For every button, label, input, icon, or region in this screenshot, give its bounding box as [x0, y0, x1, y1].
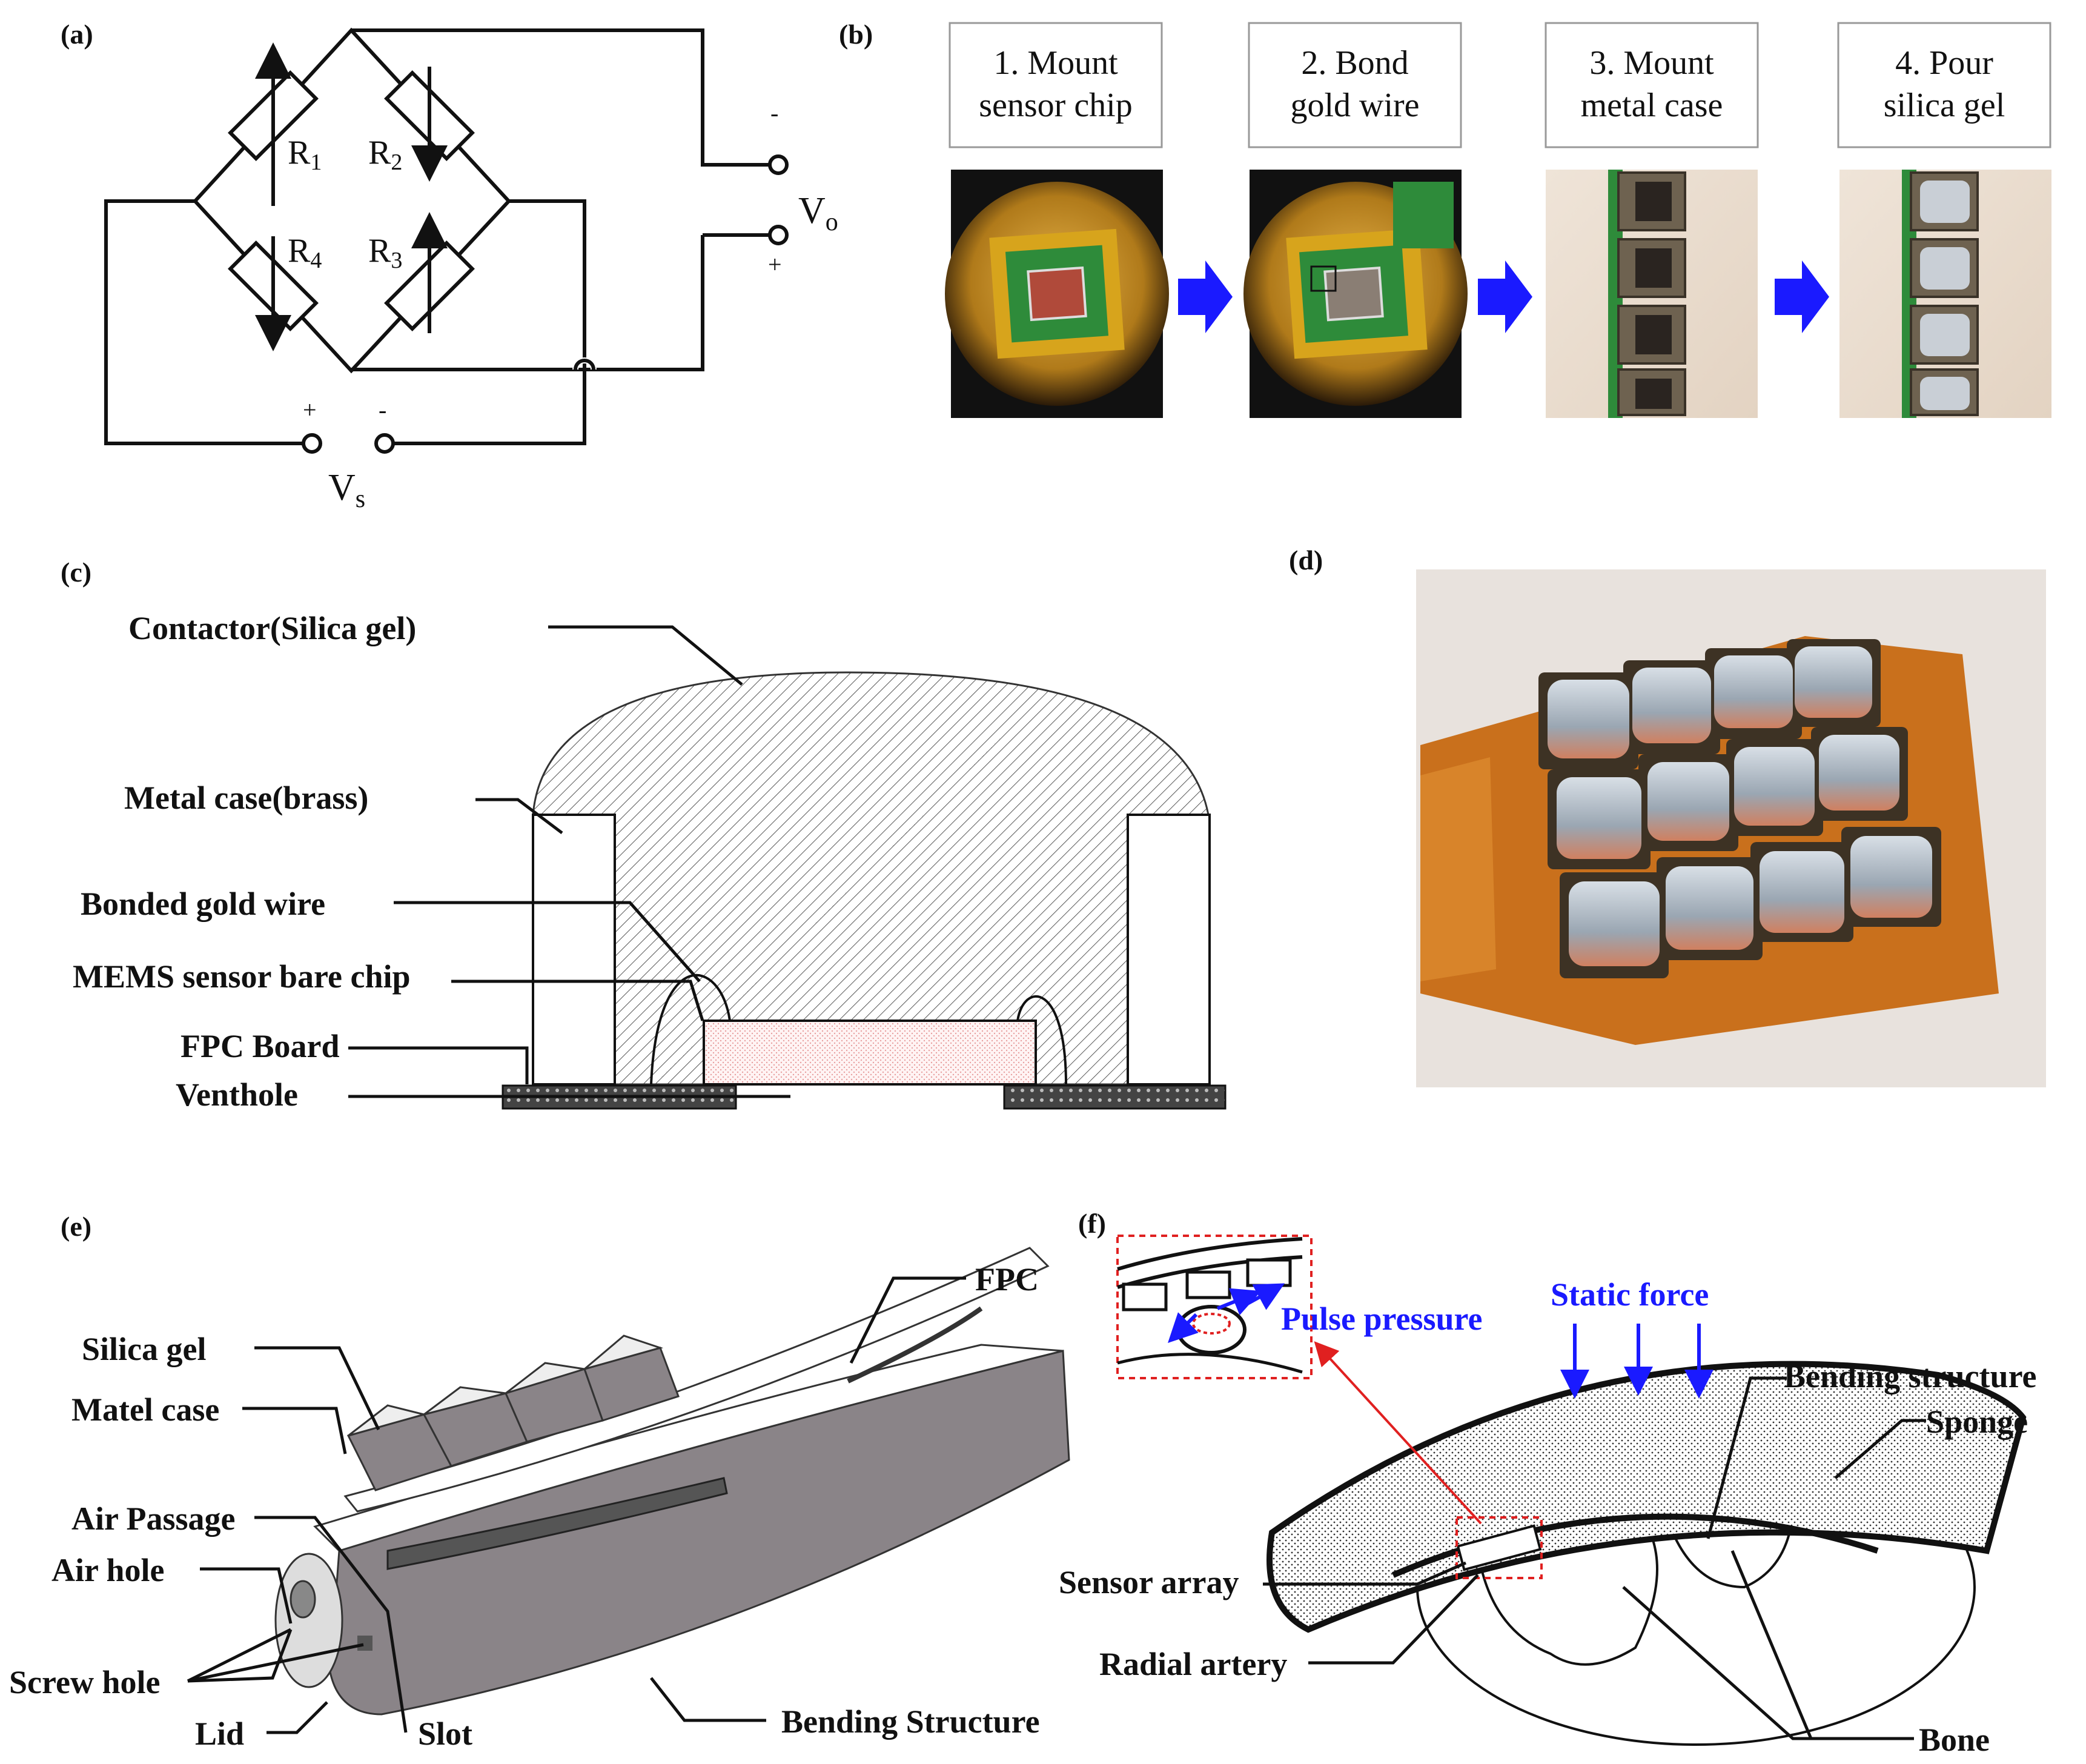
metal-case-label: Metal case(brass): [124, 780, 368, 816]
step-3-line1: 3. Mount: [1589, 44, 1714, 82]
photo-mount-metal-case: [1546, 170, 1758, 418]
f-bending-label: Bending structure: [1784, 1358, 2037, 1394]
resistor-r1: [228, 42, 319, 206]
step-1-line1: 1. Mount: [993, 44, 1118, 82]
e-screw-hole-label: Screw hole: [9, 1664, 160, 1700]
panel-c: (c) Contactor(Silica gel) Metal case(bra…: [61, 557, 1227, 1113]
photo-pour-silica-gel: [1839, 170, 2051, 418]
panel-b: (b) 1. Mount sensor chip 2. Bond gold wi…: [839, 19, 2051, 418]
vs-minus-sign: -: [379, 396, 386, 423]
vs-label: Vs: [328, 467, 365, 513]
step-2-line2: gold wire: [1290, 87, 1419, 124]
metal-case-left: [532, 814, 616, 1086]
pulse-inset: [1116, 1235, 1313, 1379]
r1-label: R1: [288, 134, 322, 175]
step-box-1: 1. Mount sensor chip: [949, 22, 1163, 148]
photo-bond-gold-wire: [1243, 170, 1468, 418]
resistor-r4: [228, 236, 319, 351]
f-sensor-array-label: Sensor array: [1059, 1564, 1239, 1600]
venthole-label: Venthole: [176, 1076, 298, 1113]
e-lid-label: Lid: [195, 1716, 244, 1752]
gold-wire-label: Bonded gold wire: [81, 886, 325, 922]
arrow-step-1-2: [1178, 260, 1233, 333]
gold-wire-right: [1016, 995, 1067, 1085]
vo-plus-sign: +: [768, 251, 782, 278]
panel-f: (f): [1059, 1208, 2037, 1758]
panel-f-label: (f): [1078, 1208, 1106, 1239]
panel-c-label: (c): [61, 557, 91, 588]
resistor-r3: [384, 212, 475, 333]
r2-label: R2: [368, 134, 402, 175]
contactor-dome: [532, 671, 1210, 1086]
e-metal-case-label: Matel case: [71, 1391, 219, 1428]
sensor-cases: [346, 1335, 680, 1491]
vs-plus-sign: +: [303, 396, 317, 423]
step-3-line2: metal case: [1581, 87, 1723, 124]
e-fpc-label: FPC: [975, 1261, 1039, 1298]
resistor-r2: [384, 67, 475, 182]
contactor-label: Contactor(Silica gel): [128, 610, 416, 646]
process-arrows: [1178, 260, 1829, 333]
chip-label: MEMS sensor bare chip: [73, 958, 411, 995]
e-silica-gel-label: Silica gel: [82, 1331, 206, 1367]
e-air-passage-label: Air Passage: [71, 1500, 235, 1537]
vo-minus-terminal: [768, 154, 789, 175]
bridge-circuit: [104, 27, 769, 445]
static-force-arrows: [1560, 1324, 1714, 1399]
panel-e: (e): [9, 1211, 1070, 1752]
photo-mount-sensor-chip: [945, 170, 1169, 418]
panel-d-label: (d): [1289, 545, 1323, 575]
panel-b-label: (b): [839, 19, 873, 50]
step-2-line1: 2. Bond: [1301, 44, 1408, 82]
vs-plus-terminal: [302, 433, 322, 454]
static-force-label: Static force: [1551, 1276, 1709, 1313]
mems-chip: [703, 1020, 1037, 1086]
e-bending-label: Bending Structure: [781, 1703, 1040, 1740]
step-box-3: 3. Mount metal case: [1545, 22, 1759, 148]
sensor-array-mark: [1456, 1524, 1542, 1571]
panel-e-label: (e): [61, 1211, 91, 1242]
arrow-step-2-3: [1478, 260, 1532, 333]
panel-a-label: (a): [61, 19, 93, 50]
vo-plus-terminal: [768, 225, 789, 245]
f-sponge-label: Sponge: [1926, 1404, 2028, 1440]
step-4-line2: silica gel: [1884, 87, 2005, 124]
fpc-board-right: [1003, 1084, 1227, 1110]
pulse-pressure-label: Pulse pressure: [1281, 1301, 1483, 1337]
f-radial-artery-label: Radial artery: [1099, 1646, 1287, 1682]
vs-minus-terminal: [374, 433, 395, 454]
step-box-4: 4. Pour silica gel: [1837, 22, 2051, 148]
zoom-connector-arrow: [1314, 1341, 1482, 1525]
vo-label: Vo: [798, 190, 838, 236]
vo-minus-sign: -: [770, 99, 778, 127]
r3-label: R3: [368, 232, 402, 273]
e-air-hole-label: Air hole: [51, 1552, 165, 1588]
f-bone-label: Bone: [1919, 1722, 1990, 1758]
step-4-line1: 4. Pour: [1895, 44, 1993, 82]
photo-sensor-array: [1416, 569, 2046, 1087]
step-box-2: 2. Bond gold wire: [1248, 22, 1462, 148]
arrow-step-3-4: [1775, 260, 1829, 333]
panel-d: (d): [1289, 545, 2046, 1087]
step-1-line2: sensor chip: [979, 87, 1133, 124]
zoom-source-box: [1455, 1516, 1543, 1579]
metal-case-right: [1127, 814, 1211, 1086]
gold-wire-left: [650, 974, 731, 1085]
air-passage-slot: [386, 1477, 728, 1570]
panel-a: (a): [61, 19, 838, 513]
r4-label: R4: [288, 232, 322, 273]
e-slot-label: Slot: [418, 1716, 472, 1752]
fpc-label: FPC Board: [180, 1028, 340, 1064]
sensor-cells: [1538, 639, 1941, 978]
